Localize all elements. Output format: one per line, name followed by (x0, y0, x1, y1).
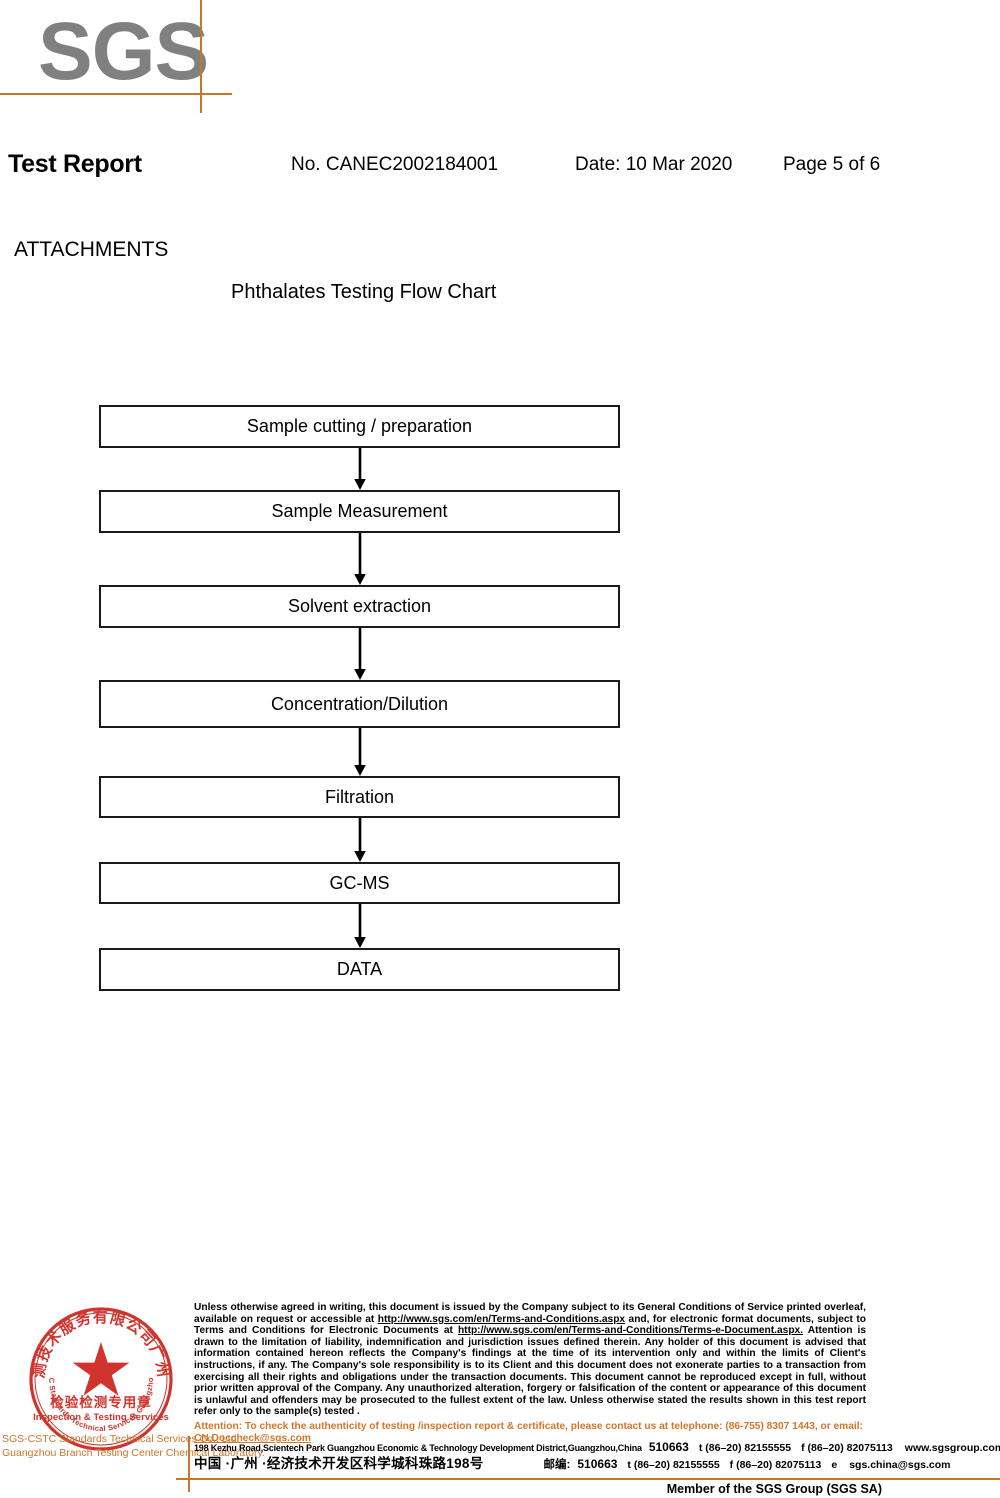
flow-node-label: DATA (336, 959, 383, 979)
flow-node: DATA (99, 948, 620, 991)
flow-node: Filtration (99, 776, 620, 818)
page-title: Test Report (8, 150, 142, 178)
svg-text:检验检测专用章: 检验检测专用章 (50, 1394, 152, 1411)
address-postcode-zh: 510663 (577, 1457, 618, 1471)
flow-node-label: Solvent extraction (287, 596, 432, 616)
footer-crosshair-horizontal (176, 1478, 202, 1480)
legal-part-3: Attention is drawn to the limitation of … (194, 1325, 866, 1418)
flow-node: Sample cutting / preparation (99, 405, 620, 448)
logo-crosshair-horizontal (0, 93, 232, 95)
legal-part-1: Unless otherwise agreed in writing, this… (194, 1302, 866, 1325)
address-row-english: 198 Kezhu Road,Scientech Park Guangzhou … (194, 1440, 1000, 1456)
address-fax-en: f (86–20) 82075113 (801, 1442, 893, 1454)
doccheck-email-link[interactable]: CN.Doccheck@sgs.com (194, 1433, 311, 1445)
sgs-logo-text: SGS (38, 6, 209, 97)
flow-arrow-down-icon (99, 533, 620, 585)
flow-arrow-down-icon (99, 448, 620, 490)
address-tel-zh: t (86–20) 82155555 (627, 1459, 720, 1471)
logo-crosshair-vertical (200, 0, 202, 113)
footer-legal-block: Unless otherwise agreed in writing, this… (194, 1302, 866, 1446)
address-row-chinese: 中国 ·广州 ·经济技术开发区科学城科珠路198号 邮编: 510663 t (… (194, 1456, 950, 1473)
address-street-zh: 中国 ·广州 ·经济技术开发区科学城科珠路198号 (194, 1456, 484, 1471)
svg-text:Inspection & Testing Services: Inspection & Testing Services (33, 1412, 169, 1423)
attachments-heading: ATTACHMENTS (14, 238, 169, 261)
flow-node: GC-MS (99, 862, 620, 904)
flow-arrow-down-icon (99, 628, 620, 680)
page-indicator: Page 5 of 6 (783, 154, 881, 175)
flow-node-label: Filtration (324, 786, 395, 807)
flow-node: Concentration/Dilution (99, 680, 620, 728)
flow-arrow-down-icon (99, 904, 620, 948)
address-street-en: 198 Kezhu Road,Scientech Park Guangzhou … (194, 1443, 642, 1453)
flow-arrow-down-icon (99, 728, 620, 776)
address-left-tick (188, 1436, 190, 1474)
report-header: Test Report No. CANEC2002184001 Date: 10… (0, 150, 1000, 184)
flow-node-label: Sample cutting / preparation (246, 416, 473, 436)
flow-node-label: Concentration/Dilution (270, 693, 449, 714)
address-postcode-en: 510663 (648, 1440, 689, 1454)
address-email-prefix: e (831, 1459, 838, 1471)
report-number: No. CANEC2002184001 (291, 154, 499, 175)
footer-address-block: 198 Kezhu Road,Scientech Park Guangzhou … (194, 1440, 1000, 1473)
address-website[interactable]: www.sgsgroup.com.cn (904, 1442, 1000, 1454)
flow-node: Sample Measurement (99, 490, 620, 533)
legal-part-2: and, for electronic format documents, su… (194, 1313, 866, 1337)
report-date: Date: 10 Mar 2020 (575, 154, 733, 175)
address-email-link[interactable]: sgs.china@sgs.com (849, 1459, 951, 1471)
flow-node-label: Sample Measurement (271, 501, 448, 521)
inspection-seal-stamp: 检验检测技术服务有限公司广州分公司 SGS-CSTC Standards Tec… (26, 1304, 176, 1454)
address-postcode-label-zh: 邮编: (543, 1459, 571, 1471)
flow-arrow-down-icon (99, 818, 620, 862)
terms-e-document-link[interactable]: http://www.sgs.com/en/Terms-and-Conditio… (457, 1325, 804, 1337)
page-footer: 检验检测技术服务有限公司广州分公司 SGS-CSTC Standards Tec… (0, 1290, 1000, 1498)
seal-caption-line-1: SGS-CSTC Standards Technical Services Co… (2, 1433, 240, 1445)
member-of-sgs-group: Member of the SGS Group (SGS SA) (666, 1482, 882, 1496)
flowchart-heading: Phthalates Testing Flow Chart (231, 281, 497, 303)
attention-notice: Attention: To check the authenticity of … (194, 1421, 866, 1446)
seal-caption: SGS-CSTC Standards Technical Services Co… (2, 1432, 265, 1460)
address-tel-en: t (86–20) 82155555 (698, 1442, 792, 1454)
terms-conditions-link[interactable]: http://www.sgs.com/en/Terms-and-Conditio… (377, 1313, 626, 1325)
sgs-logo: SGS (0, 0, 300, 130)
flow-node: Solvent extraction (99, 585, 620, 628)
footer-bottom-rule (190, 1478, 1000, 1480)
flow-node-label: GC-MS (329, 872, 390, 893)
address-fax-zh: f (86–20) 82075113 (729, 1459, 822, 1471)
seal-caption-line-2: Guangzhou Branch Testing Center Chemical… (2, 1447, 265, 1459)
attention-text: Attention: To check the authenticity of … (194, 1420, 863, 1432)
legal-terms-paragraph: Unless otherwise agreed in writing, this… (194, 1302, 866, 1418)
